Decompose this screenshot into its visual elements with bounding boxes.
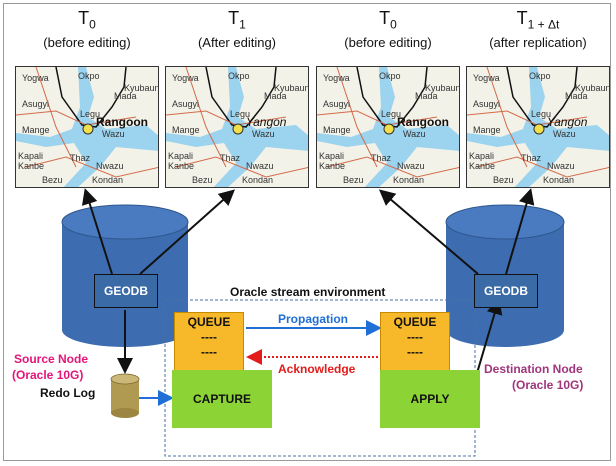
map-city-label: Yangon [246, 115, 287, 129]
map-place-label: Mange [473, 125, 501, 135]
map-place-label: Legu [381, 109, 402, 119]
map-place-label: Thaz [220, 153, 241, 163]
map-place-label: Mange [172, 125, 200, 135]
source-node-label: Source Node [14, 352, 89, 366]
map-place-label: Mada [114, 91, 137, 101]
map-place-label: Asugyi [22, 99, 50, 109]
map-place-label: Okpo [379, 71, 401, 81]
map-place-label: Kapali [18, 151, 44, 161]
diagram-frame [3, 3, 611, 461]
map-place-label: Kondan [242, 175, 274, 185]
map-place-label: Yogwa [323, 73, 350, 83]
panel-title-1: T1 (After editing) [197, 8, 277, 50]
redo-log-cylinder [110, 373, 140, 418]
map-place-label: Bezu [343, 175, 364, 185]
map-place-label: Legu [230, 109, 251, 119]
map-place-label: Legu [531, 109, 552, 119]
map-place-label: Okpo [529, 71, 551, 81]
map-place-label: Nwazu [397, 161, 425, 171]
apply-label: APPLY [410, 392, 450, 406]
capture-label: CAPTURE [192, 392, 251, 406]
map-place-label: Asugyi [172, 99, 200, 109]
map-place-label: Okpo [78, 71, 100, 81]
map-place-label: Kyubaung [124, 83, 158, 93]
map-place-label: Thaz [521, 153, 542, 163]
map-place-label: Kanbe [18, 161, 45, 171]
map-thumbnail-3: Yogwa OkpoKyubaungMadaAsugyiLeguMange Wazu… [466, 66, 610, 188]
map-place-label: Bezu [42, 175, 63, 185]
panel-title-3: T1 + Δt (after replication) [489, 8, 587, 50]
map-place-label: Yogwa [172, 73, 199, 83]
destination-database-cylinder [445, 204, 565, 347]
map-place-label: Legu [80, 109, 101, 119]
acknowledge-label: Acknowledge [278, 362, 356, 376]
map-city-label: Rangoon [397, 115, 449, 129]
source-geodb-label: GEODB [103, 284, 148, 298]
map-place-label: Mada [264, 91, 287, 101]
map-place-label: Kanbe [168, 161, 195, 171]
map-place-label: Thaz [70, 153, 91, 163]
map-place-label: Kanbe [319, 161, 346, 171]
map-place-label: Kapali [168, 151, 194, 161]
map-graphic [166, 67, 308, 187]
source-geodb-box: GEODB [94, 274, 158, 308]
map-place-label: Yogwa [22, 73, 49, 83]
map-graphic [317, 67, 459, 187]
map-place-label: Thaz [371, 153, 392, 163]
map-place-label: Kondan [393, 175, 425, 185]
map-place-label: Kondan [543, 175, 575, 185]
capture-process-box: CAPTURE [172, 370, 272, 428]
destination-geodb-box: GEODB [474, 274, 538, 308]
destination-geodb-label: GEODB [483, 284, 528, 298]
map-place-label: Asugyi [473, 99, 501, 109]
map-place-label: Kyubaung [425, 83, 459, 93]
map-place-label: Bezu [493, 175, 514, 185]
map-place-label: Wazu [252, 129, 275, 139]
destination-node-label: Destination Node [484, 362, 583, 376]
map-place-label: Bezu [192, 175, 213, 185]
map-place-label: Kapali [469, 151, 495, 161]
map-place-label: Kyubaung [575, 83, 609, 93]
destination-node-version: (Oracle 10G) [512, 378, 584, 392]
propagation-label: Propagation [278, 312, 349, 326]
map-place-label: Mange [323, 125, 351, 135]
stream-environment-label: Oracle stream environment [230, 285, 386, 299]
map-thumbnail-1: Yogwa OkpoKyubaungMadaAsugyiLeguMange Wazu… [165, 66, 309, 188]
map-place-label: Wazu [553, 129, 576, 139]
map-place-label: Wazu [403, 129, 426, 139]
map-graphic [16, 67, 158, 187]
map-thumbnail-0: Yogwa OkpoKyubaungMadaAsugyiLeguMange Wazu… [15, 66, 159, 188]
map-place-label: Yogwa [473, 73, 500, 83]
map-place-label: Kyubaung [274, 83, 308, 93]
source-node-version: (Oracle 10G) [12, 368, 84, 382]
map-place-label: Mada [565, 91, 588, 101]
map-thumbnail-2: Yogwa OkpoKyubaungMadaAsugyiLeguMange Wazu… [316, 66, 460, 188]
map-place-label: Kanbe [469, 161, 496, 171]
map-place-label: Mada [415, 91, 438, 101]
map-city-label: Yangon [547, 115, 588, 129]
map-place-label: Kondan [92, 175, 124, 185]
map-place-label: Wazu [102, 129, 125, 139]
map-place-label: Nwazu [96, 161, 124, 171]
map-place-label: Nwazu [547, 161, 575, 171]
map-place-label: Okpo [228, 71, 250, 81]
map-place-label: Kapali [319, 151, 345, 161]
map-graphic [467, 67, 609, 187]
panel-title-0: T0 (before editing) [43, 8, 131, 50]
apply-process-box: APPLY [380, 370, 480, 428]
redo-log-label: Redo Log [40, 386, 96, 400]
map-place-label: Asugyi [323, 99, 351, 109]
map-place-label: Mange [22, 125, 50, 135]
map-city-label: Rangoon [96, 115, 148, 129]
panel-title-2: T0 (before editing) [344, 8, 432, 50]
map-place-label: Nwazu [246, 161, 274, 171]
